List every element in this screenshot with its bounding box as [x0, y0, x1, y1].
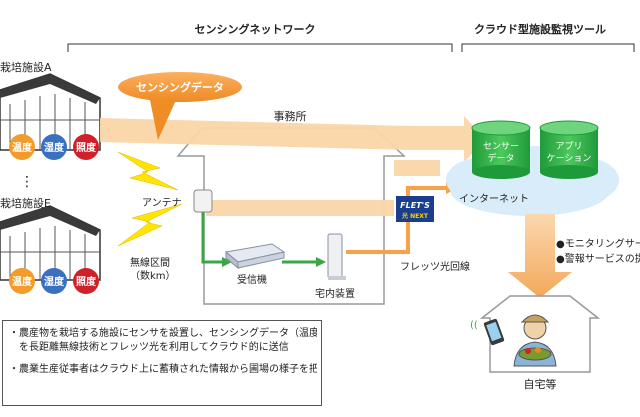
- receiver-label: 受信機: [237, 273, 267, 286]
- internet-label: インターネット: [459, 193, 529, 205]
- wifi-signal-icon: ((: [470, 320, 478, 331]
- sensing-data-callout: センシングデータ: [118, 72, 242, 140]
- svg-text:FLET'S: FLET'S: [400, 201, 430, 210]
- antenna-icon: [193, 189, 213, 213]
- flets-logo: FLET'S 光 NEXT: [396, 196, 434, 222]
- note-line: を長距離無線技術とフレッツ光を利用してクラウド的に送信: [9, 342, 289, 353]
- home-label: 自宅等: [524, 377, 557, 391]
- network-section-title: センシングネットワーク: [195, 22, 316, 36]
- application-database-icon: [539, 120, 599, 179]
- facility-e-sensors: 温度 湿度 照度: [9, 268, 99, 294]
- note-line: ・農業生産従事者はクラウド上に蓄積された情報から圃場の様子を把握: [9, 364, 317, 375]
- smartphone-icon: [483, 318, 505, 346]
- app-db-line1: アプリ: [555, 141, 582, 152]
- cloud-tool-section-title: クラウド型施設監視ツール: [474, 22, 606, 36]
- sensor-data-database-icon: [471, 120, 531, 179]
- facility-a-house: [0, 73, 101, 151]
- summary-notes: ・農産物を栽培する施設にセンサを設置し、センシングデータ（温度・湿度・照度） を…: [2, 320, 322, 406]
- badge-humidity: 湿度: [44, 275, 65, 288]
- badge-humidity: 湿度: [44, 141, 65, 154]
- radio-section-line2: （数km）: [130, 269, 176, 282]
- app-db-line2: ケーション: [547, 153, 592, 164]
- facility-e-label: 栽培施設E: [0, 196, 51, 210]
- badge-light: 照度: [76, 275, 97, 288]
- service-delivery-arrow: [508, 214, 572, 298]
- sensor-db-line2: データ: [487, 152, 514, 164]
- radio-section-line1: 無線区間: [130, 256, 170, 269]
- svg-text:光 NEXT: 光 NEXT: [401, 212, 429, 220]
- wireless-lightning-icon: [117, 151, 179, 191]
- wired-link-arrow: [201, 212, 326, 267]
- ellipsis-dots: ⋮: [20, 174, 34, 190]
- svg-text:センシングデータ: センシングデータ: [136, 80, 224, 94]
- home-device-icon: [327, 233, 346, 280]
- receiver-device-icon: [224, 243, 286, 270]
- farmer-icon: [513, 314, 557, 367]
- service-monitoring: ●モニタリングサービス: [556, 237, 640, 250]
- facility-a-label: 栽培施設A: [0, 60, 52, 74]
- service-alert: ●警報サービスの提供: [556, 252, 640, 265]
- badge-temp: 温度: [12, 275, 33, 288]
- wireless-lightning-icon: [117, 203, 183, 247]
- facility-a-sensors: 温度 湿度 照度: [9, 134, 99, 160]
- badge-temp: 温度: [12, 141, 33, 154]
- sensing-data-flow-arrow: [100, 116, 486, 216]
- badge-light: 照度: [76, 141, 97, 154]
- note-line: ・農産物を栽培する施設にセンサを設置し、センシングデータ（温度・湿度・照度）: [9, 328, 317, 339]
- antenna-label: アンテナ: [142, 197, 182, 209]
- office-label: 事務所: [274, 109, 307, 123]
- fiber-line-label: フレッツ光回線: [400, 260, 470, 273]
- cloud-tool-bracket: [461, 43, 635, 52]
- sensor-db-line1: センサー: [483, 141, 519, 152]
- network-bracket: [67, 43, 453, 52]
- home-device-label: 宅内装置: [315, 287, 355, 300]
